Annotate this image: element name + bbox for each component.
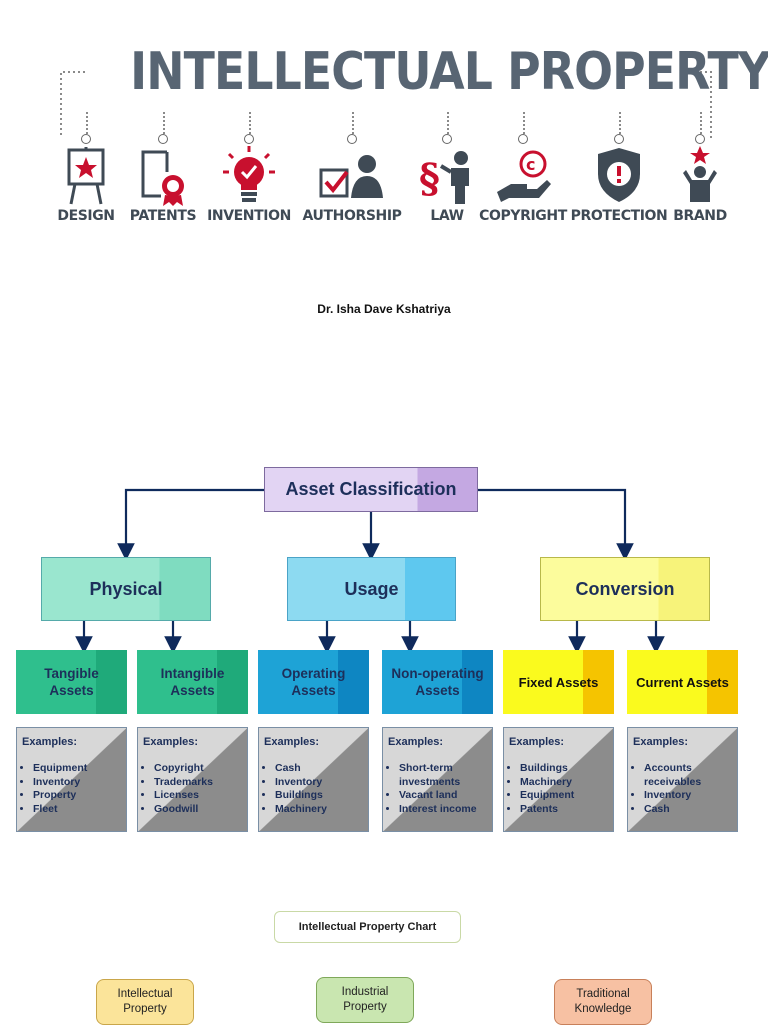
node-line2: Property xyxy=(123,1003,167,1015)
author-checkbox-icon xyxy=(319,155,383,198)
example-item: Equipment xyxy=(520,789,574,803)
example-item: Patents xyxy=(520,803,574,817)
example-item: Equipment xyxy=(33,762,87,776)
ip-label-copyright: COPYRIGHT xyxy=(479,208,567,224)
example-item: Inventory xyxy=(275,776,327,790)
example-item: Inventory xyxy=(33,776,87,790)
examples-operating: Examples: Cash Inventory Buildings Machi… xyxy=(258,727,369,832)
svg-text:c: c xyxy=(526,155,535,174)
ip-label-invention: INVENTION xyxy=(207,208,291,224)
node-line2: Property xyxy=(343,1001,387,1013)
examples-heading: Examples: xyxy=(388,736,444,748)
examples-current: Examples: Accounts receivables Inventory… xyxy=(627,727,738,832)
ip-item-brand: BRAND xyxy=(650,112,750,232)
category-label: Physical xyxy=(89,578,163,599)
easel-star-icon xyxy=(67,147,105,205)
category-physical: Physical xyxy=(41,557,211,621)
examples-heading: Examples: xyxy=(143,736,199,748)
category-usage: Usage xyxy=(287,557,456,621)
banner-connector-lines xyxy=(60,71,712,138)
examples-heading: Examples: xyxy=(509,736,565,748)
examples-non-operating: Examples: Short-term investments Vacant … xyxy=(382,727,493,832)
node-line1: Traditional xyxy=(576,988,630,1000)
example-item: Copyright xyxy=(154,762,213,776)
sub-label-line1: Fixed Assets xyxy=(518,674,599,690)
shield-alert-icon xyxy=(598,148,640,202)
category-label: Usage xyxy=(344,578,399,599)
ip-label-authorship: AUTHORSHIP xyxy=(302,208,402,224)
copyright-hand-icon: c xyxy=(497,150,551,202)
ip-item-protection: PROTECTION xyxy=(569,112,669,232)
example-item: Buildings xyxy=(520,762,574,776)
ip-label-protection: PROTECTION xyxy=(570,208,668,224)
ip-item-patents: PATENTS xyxy=(113,112,213,232)
category-label: Conversion xyxy=(575,578,675,599)
sub-current-assets: Current Assets xyxy=(627,650,738,714)
example-item: Property xyxy=(33,789,87,803)
ip-item-authorship: AUTHORSHIP xyxy=(302,112,402,232)
root-asset-classification: Asset Classification xyxy=(264,467,478,512)
person-star-icon xyxy=(683,146,717,202)
examples-intangible: Examples: Copyright Trademarks Licenses … xyxy=(137,727,248,832)
examples-heading: Examples: xyxy=(22,736,78,748)
example-item: Trademarks xyxy=(154,776,213,790)
sub-label-line2: Assets xyxy=(49,683,94,698)
svg-text:§: § xyxy=(419,155,440,202)
category-conversion: Conversion xyxy=(540,557,710,621)
example-item: Machinery xyxy=(520,776,574,790)
example-item: Cash xyxy=(275,762,327,776)
ip-chart-title: Intellectual Property Chart xyxy=(274,911,461,943)
sub-label-line2: Assets xyxy=(415,683,460,698)
lightbulb-icon xyxy=(223,146,275,202)
example-item: Cash xyxy=(644,803,737,817)
certificate-icon xyxy=(141,150,184,206)
node-line1: Industrial xyxy=(341,986,389,998)
example-item: Interest income xyxy=(399,803,492,817)
ip-label-brand: BRAND xyxy=(673,208,727,224)
sub-label-line1: Non-operating xyxy=(391,666,484,681)
ip-item-design: DESIGN xyxy=(36,112,136,232)
node-line1: Intellectual xyxy=(117,988,173,1000)
examples-heading: Examples: xyxy=(633,736,689,748)
ip-item-law: § LAW xyxy=(397,112,497,232)
sub-label-line1: Tangible xyxy=(44,666,99,681)
node-line2: Knowledge xyxy=(574,1003,632,1015)
ip-label-law: LAW xyxy=(430,208,464,224)
examples-heading: Examples: xyxy=(264,736,320,748)
example-item: Fleet xyxy=(33,803,87,817)
sub-fixed-assets: Fixed Assets xyxy=(503,650,614,714)
root-label: Asset Classification xyxy=(285,479,457,499)
example-item: Vacant land xyxy=(399,789,492,803)
sub-label-line1: Operating xyxy=(281,666,346,681)
author-name: Dr. Isha Dave Kshatriya xyxy=(317,302,451,316)
example-item: Licenses xyxy=(154,789,213,803)
sub-label-line1: Intangible xyxy=(160,666,225,681)
examples-fixed: Examples: Buildings Machinery Equipment … xyxy=(503,727,614,832)
examples-tangible: Examples: Equipment Inventory Property F… xyxy=(16,727,127,832)
example-item: Buildings xyxy=(275,789,327,803)
sub-label-line2: Assets xyxy=(291,683,336,698)
example-item: Machinery xyxy=(275,803,327,817)
ip-item-invention: INVENTION xyxy=(199,112,299,232)
ip-label-design: DESIGN xyxy=(57,208,115,224)
example-item: Accounts receivables xyxy=(644,762,737,789)
ip-label-patents: PATENTS xyxy=(129,208,197,224)
ip-item-copyright: c COPYRIGHT xyxy=(473,112,573,232)
sub-label-line1: Current Assets xyxy=(636,674,729,690)
example-item: Short-term investments xyxy=(399,762,492,789)
example-item: Goodwill xyxy=(154,803,213,817)
sub-label-line2: Assets xyxy=(170,683,215,698)
section-sign-icon: § xyxy=(419,151,469,204)
example-item: Inventory xyxy=(644,789,737,803)
